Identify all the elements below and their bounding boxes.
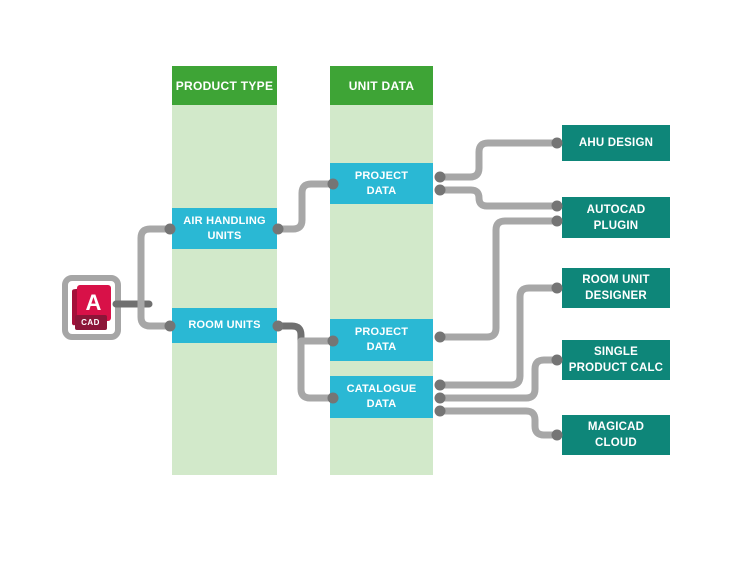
connector-endpoint-dot — [434, 171, 446, 183]
connector-endpoint-dot — [551, 282, 563, 294]
connector-endpoint-dot — [434, 405, 446, 417]
autocad-icon: A CAD — [62, 275, 121, 340]
connector-ahu-to-project-data — [275, 180, 337, 233]
connector-catalogue-to-cloud — [436, 407, 560, 439]
output-autocad-plugin: AUTOCAD PLUGIN — [562, 197, 670, 238]
connector-endpoint-dot — [551, 200, 563, 212]
connector-room-units-stub — [275, 322, 305, 351]
output-magicad-cloud-label: MAGICAD CLOUD — [587, 421, 645, 449]
connector-endpoint-dot — [434, 184, 446, 196]
connector-endpoint-dot — [551, 429, 563, 441]
unit-data-header: UNIT DATA — [330, 66, 433, 105]
output-single-product-calc-label: SINGLE PRODUCT CALC — [568, 346, 664, 374]
connector-endpoint-dot — [434, 331, 446, 343]
connector-endpoint-dot — [551, 215, 563, 227]
unit-data-header-label: UNIT DATA — [348, 78, 415, 93]
output-room-unit-designer: ROOM UNIT DESIGNER — [562, 268, 670, 308]
connector-catalogue-to-designer — [436, 284, 560, 389]
node-project-data-ahu-label: PROJECT DATA — [354, 169, 409, 197]
output-ahu-design: AHU DESIGN — [562, 125, 670, 161]
connector-room-to-catalogue — [297, 339, 337, 402]
connector-endpoint-dot — [434, 379, 446, 391]
unit-data-column — [330, 105, 433, 475]
output-ahu-design-label: AHU DESIGN — [578, 137, 654, 149]
node-air-handling-units: AIR HANDLING UNITS — [172, 208, 277, 249]
connector-project-data2-to-plugin — [436, 217, 560, 341]
output-magicad-cloud: MAGICAD CLOUD — [562, 415, 670, 455]
output-single-product-calc: SINGLE PRODUCT CALC — [562, 340, 670, 380]
connector-endpoint-dot — [434, 392, 446, 404]
node-catalogue-data: CATALOGUE DATA — [330, 376, 433, 418]
node-catalogue-data-label: CATALOGUE DATA — [346, 383, 417, 410]
connector-project-data-to-plugin — [436, 186, 560, 210]
connector-endpoint-dot — [551, 354, 563, 366]
product-type-header: PRODUCT TYPE — [172, 66, 277, 105]
node-project-data-ahu: PROJECT DATA — [330, 163, 433, 204]
node-room-units: ROOM UNITS — [172, 308, 277, 343]
node-project-data-room-label: PROJECT DATA — [354, 326, 409, 353]
autocad-logo-cad: CAD — [74, 314, 107, 330]
output-room-unit-designer-label: ROOM UNIT DESIGNER — [582, 274, 650, 302]
product-type-header-label: PRODUCT TYPE — [175, 78, 274, 93]
connector-project-data-to-ahu-design — [436, 139, 560, 181]
connector-endpoint-dot — [551, 137, 563, 149]
product-type-column — [172, 105, 277, 475]
output-autocad-plugin-label: AUTOCAD PLUGIN — [586, 203, 646, 232]
node-air-handling-units-label: AIR HANDLING UNITS — [183, 214, 266, 242]
node-project-data-room: PROJECT DATA — [330, 319, 433, 361]
autocad-logo-badge: A CAD — [71, 284, 112, 331]
connector-catalogue-to-product-calc — [436, 356, 560, 402]
node-room-units-label: ROOM UNITS — [188, 319, 261, 331]
connector-branch-ahu-room — [137, 225, 173, 330]
